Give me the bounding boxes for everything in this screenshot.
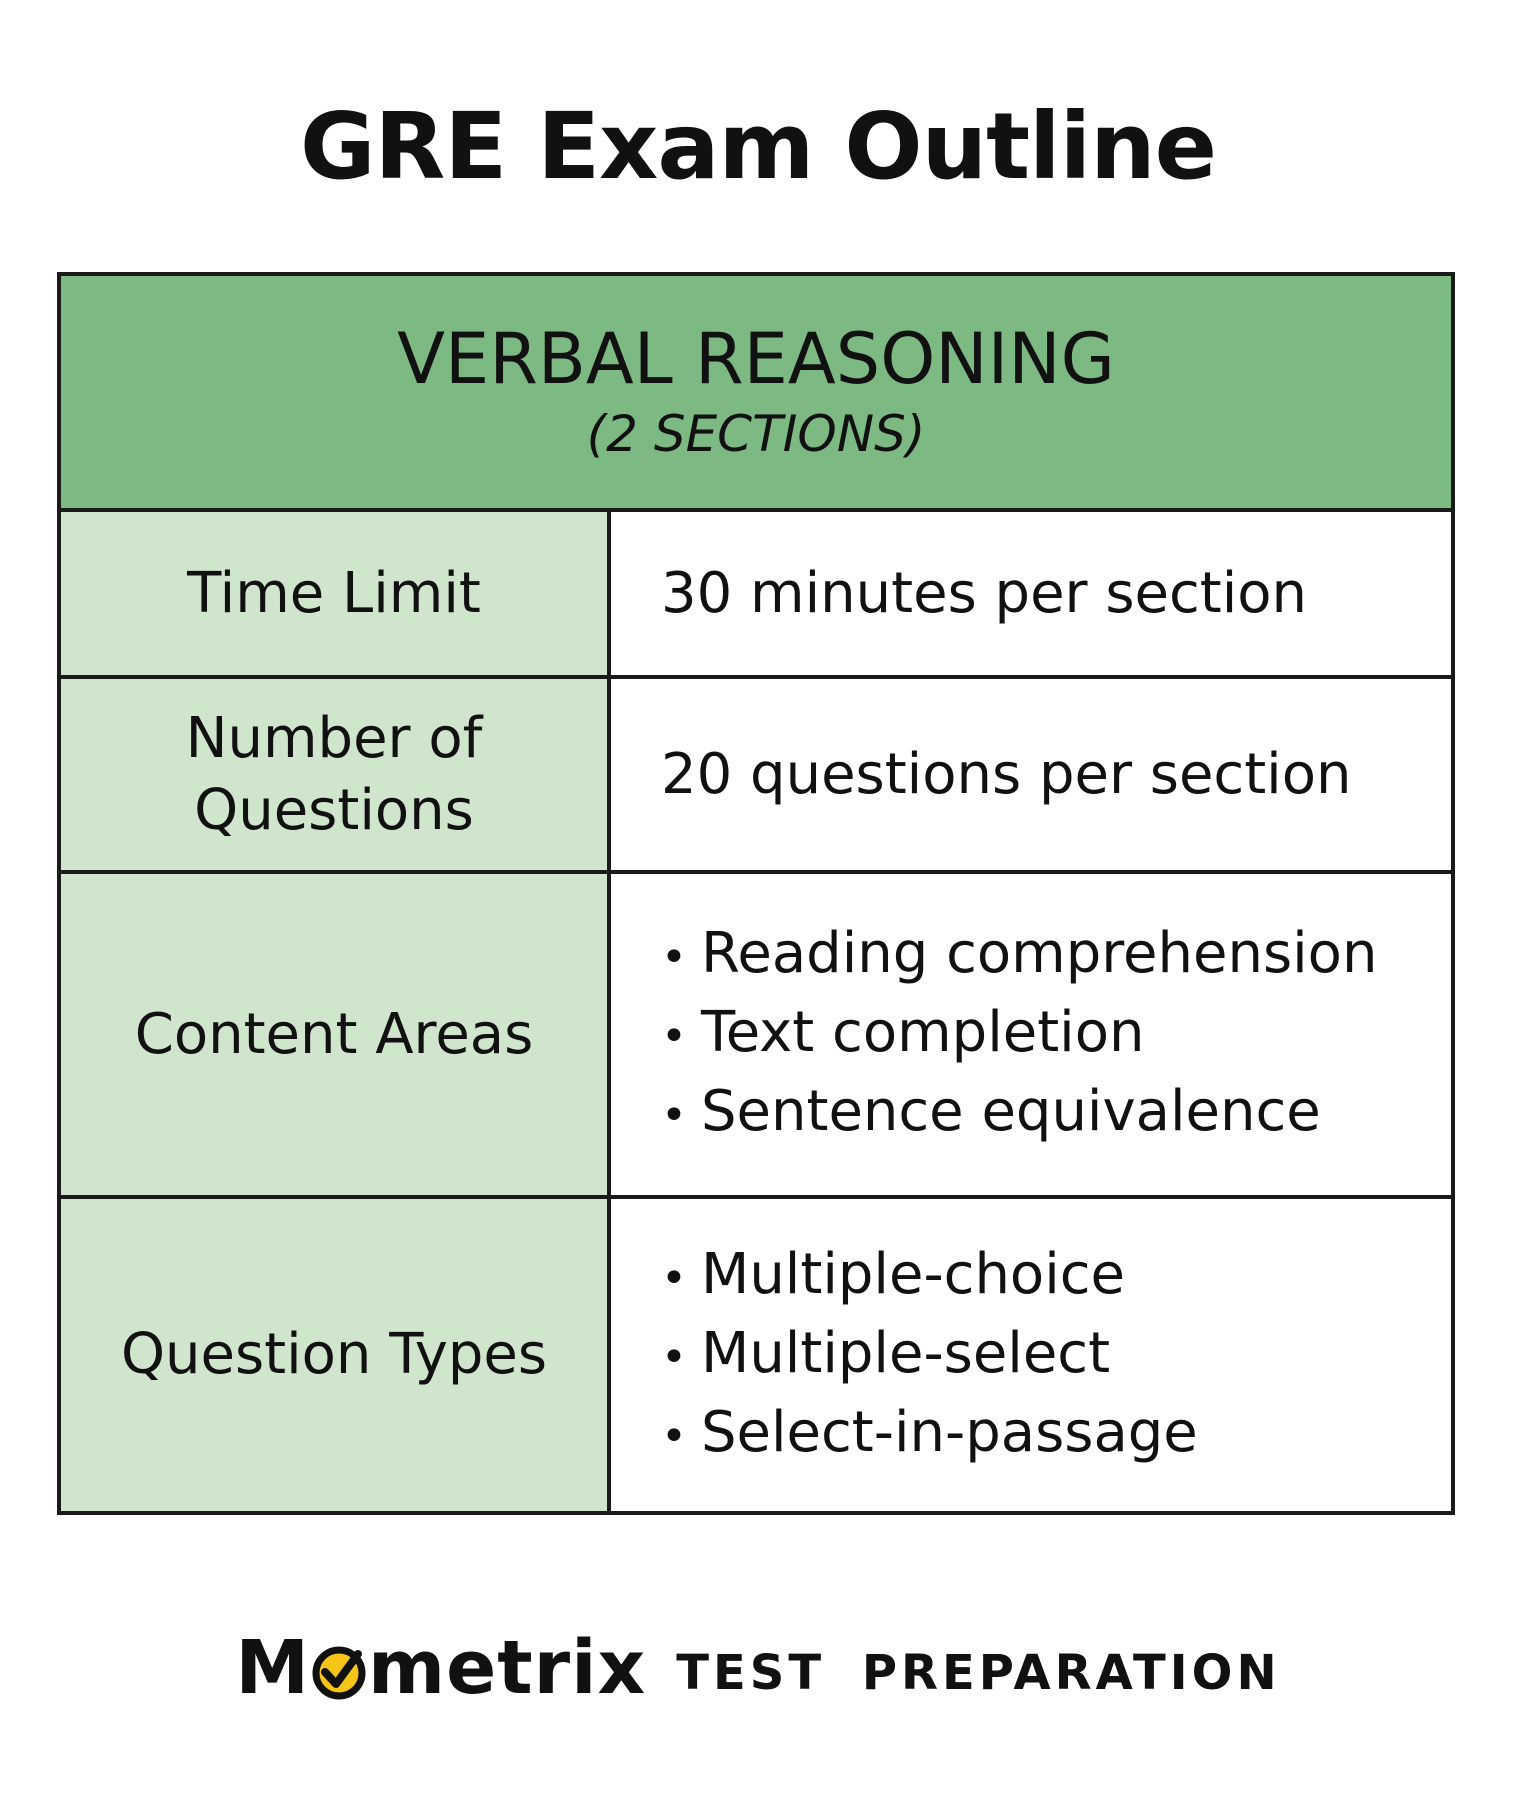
bullet-icon: • — [661, 1252, 687, 1304]
row-label-time-limit: Time Limit — [61, 512, 611, 676]
number-of-questions-value: 20 questions per section — [661, 742, 1352, 808]
bullet-icon: • — [661, 1011, 687, 1063]
list-item: • Select-in-passage — [661, 1395, 1451, 1474]
list-item-text: Sentence equivalence — [701, 1079, 1321, 1145]
label-line: Number of — [185, 705, 483, 771]
outline-table: VERBAL REASONING (2 SECTIONS) Time Limit… — [57, 272, 1455, 1515]
list-item: • Sentence equivalence — [661, 1074, 1451, 1153]
table-row: Content Areas • Reading comprehension • … — [61, 874, 1451, 1200]
bullet-icon: • — [661, 1331, 687, 1383]
label-line: Questions — [194, 777, 474, 843]
list-item: • Multiple-choice — [661, 1237, 1451, 1316]
table-row: Number of Questions 20 questions per sec… — [61, 679, 1451, 875]
list-item-text: Reading comprehension — [701, 921, 1378, 987]
table-row: Question Types • Multiple-choice • Multi… — [61, 1199, 1451, 1511]
bullet-icon: • — [661, 1090, 687, 1142]
section-subtitle: (2 SECTIONS) — [586, 405, 926, 464]
list-item: • Text completion — [661, 995, 1451, 1074]
brand-tagline: TEST PREPARATION — [676, 1645, 1281, 1701]
section-title: VERBAL REASONING — [397, 318, 1115, 401]
bullet-icon: • — [661, 932, 687, 984]
question-types-list: • Multiple-choice • Multiple-select • Se… — [611, 1199, 1451, 1511]
brand-prefix: M — [235, 1625, 310, 1711]
brand-suffix: metrix — [368, 1625, 647, 1711]
bullet-icon: • — [661, 1410, 687, 1462]
list-item-text: Text completion — [701, 1000, 1145, 1066]
table-row: Time Limit 30 minutes per section — [61, 512, 1451, 680]
list-item: • Multiple-select — [661, 1316, 1451, 1395]
time-limit-value: 30 minutes per section — [661, 561, 1308, 627]
list-item-text: Multiple-select — [701, 1320, 1111, 1386]
row-value-time-limit: 30 minutes per section — [611, 512, 1451, 676]
footer: M metrix TEST PREPARATION — [0, 1628, 1516, 1708]
list-item: • Reading comprehension — [661, 916, 1451, 995]
list-item-text: Multiple-choice — [701, 1241, 1125, 1307]
row-label-question-types: Question Types — [61, 1199, 611, 1511]
row-label-number-of-questions: Number of Questions — [61, 679, 611, 871]
content-areas-list: • Reading comprehension • Text completio… — [611, 874, 1451, 1196]
list-item-text: Select-in-passage — [701, 1399, 1198, 1465]
checkmark-circle-icon — [312, 1646, 366, 1700]
brand-logo: M metrix — [235, 1628, 646, 1708]
row-label-content-areas: Content Areas — [61, 874, 611, 1196]
page-title: GRE Exam Outline — [299, 93, 1217, 200]
row-value-number-of-questions: 20 questions per section — [611, 679, 1451, 871]
section-header: VERBAL REASONING (2 SECTIONS) — [61, 276, 1451, 513]
